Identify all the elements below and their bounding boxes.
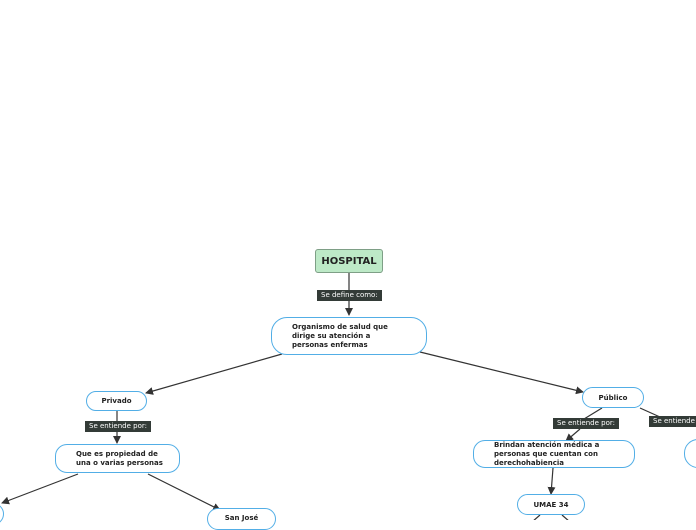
line-privado-definition-to-sanjose	[147, 473, 221, 511]
line-tag-to-publico-definition	[565, 428, 581, 442]
root-node-hospital[interactable]: HOSPITAL	[315, 249, 383, 273]
tag-se-define-como: Se define como:	[317, 290, 382, 301]
node-privado-label: Privado	[101, 397, 132, 405]
node-san-jose-label: San José	[224, 514, 259, 522]
node-privado-definition-text: Que es propiedad de una o varias persona…	[76, 449, 163, 467]
line-publico-to-right-tag	[639, 407, 661, 418]
line-umae-down-right	[561, 514, 569, 520]
node-definition-text: Organismo de salud que dirige su atenció…	[292, 322, 388, 349]
tag-publico-se-entiende-por: Se entiende por:	[553, 418, 619, 429]
node-privado-definition[interactable]: Que es propiedad de una o varias persona…	[55, 444, 180, 473]
node-publico-label: Público	[598, 393, 628, 402]
tag-publico-right-partial: Se entiende p	[649, 416, 696, 427]
line-definition-to-publico	[419, 351, 584, 395]
root-node-label: HOSPITAL	[321, 255, 377, 267]
node-san-jose[interactable]: San José	[207, 508, 276, 530]
line-publico-definition-to-umae	[547, 467, 556, 495]
node-privado[interactable]: Privado	[86, 391, 147, 411]
line-privado-definition-to-left	[1, 473, 79, 505]
line-definition-to-privado	[145, 353, 283, 395]
node-publico[interactable]: Público	[582, 387, 644, 408]
line-umae-down-left	[533, 514, 541, 520]
tag-privado-se-entiende-por: Se entiende por:	[85, 421, 151, 432]
node-umae-34-label: UMAE 34	[533, 500, 569, 509]
node-umae-34[interactable]: UMAE 34	[517, 494, 585, 515]
node-publico-definition-text: Brindan atención médica a personas que c…	[494, 440, 600, 467]
line-publico-to-tag	[583, 407, 603, 420]
node-publico-definition[interactable]: Brindan atención médica a personas que c…	[473, 440, 635, 468]
node-definition[interactable]: Organismo de salud que dirige su atenció…	[271, 317, 427, 355]
